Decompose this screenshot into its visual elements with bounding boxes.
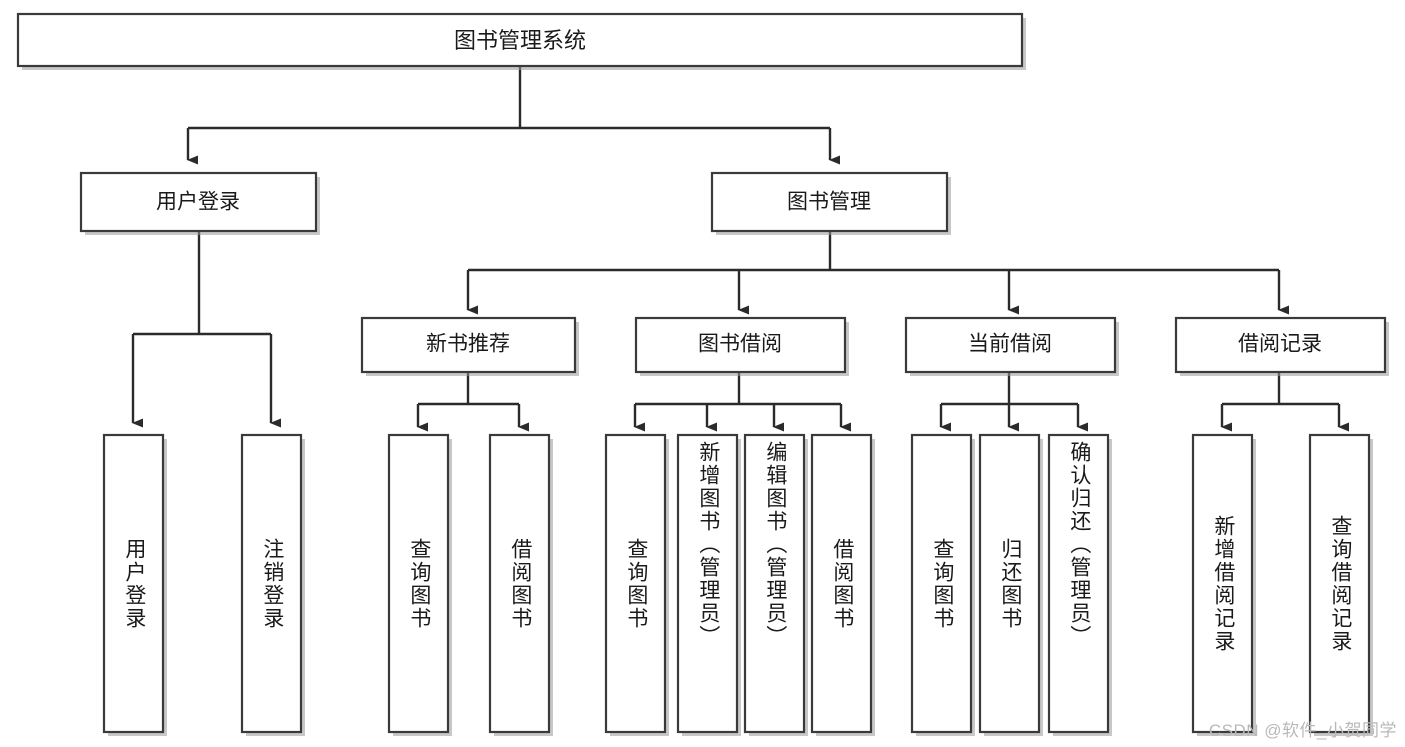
node-user-login-label: 用户登录 — [156, 191, 240, 214]
node-leaf-current-borrow-1[interactable] — [978, 433, 1043, 736]
node-new-book[interactable]: 新书推荐 — [360, 316, 579, 376]
node-book-borrow-label: 图书借阅 — [698, 333, 782, 356]
connector-group-book-borrow — [633, 372, 851, 432]
node-leaf-current-borrow-2[interactable] — [1047, 433, 1112, 736]
csdn-watermark: CSDN @软件_小贺同学 — [1208, 721, 1397, 740]
node-book-manage-label: 图书管理 — [787, 191, 871, 214]
connector-group-user-login — [131, 232, 281, 428]
connector-group-root — [186, 66, 840, 165]
node-book-manage[interactable]: 图书管理 — [710, 171, 951, 235]
node-current-borrow-label: 当前借阅 — [968, 333, 1052, 356]
node-leaf-borrow-record-0[interactable] — [1191, 433, 1256, 736]
node-borrow-record[interactable]: 借阅记录 — [1174, 316, 1389, 376]
node-leaf-user-login-1[interactable] — [240, 433, 305, 736]
connector-group-new-book — [416, 372, 529, 432]
node-leaf-current-borrow-0[interactable] — [910, 433, 975, 736]
node-current-borrow[interactable]: 当前借阅 — [904, 316, 1119, 376]
node-user-login[interactable]: 用户登录 — [79, 171, 320, 235]
node-leaf-book-borrow-3[interactable] — [810, 433, 875, 736]
node-leaf-book-borrow-2[interactable] — [743, 433, 808, 736]
connector-group-current-borrow — [939, 372, 1088, 432]
connector-group-book-manage — [466, 232, 1289, 315]
node-leaf-user-login-0[interactable] — [102, 433, 167, 736]
node-leaf-borrow-record-1[interactable] — [1308, 433, 1373, 736]
node-leaf-book-borrow-0[interactable] — [604, 433, 669, 736]
node-borrow-record-label: 借阅记录 — [1238, 333, 1322, 356]
node-leaf-book-borrow-1[interactable] — [676, 433, 741, 736]
connector-group-borrow-record — [1220, 372, 1349, 432]
node-new-book-label: 新书推荐 — [426, 333, 510, 356]
node-root[interactable]: 图书管理系统 — [16, 12, 1026, 70]
node-book-borrow[interactable]: 图书借阅 — [634, 316, 849, 376]
node-leaf-new-book-0[interactable] — [387, 433, 452, 736]
node-leaf-new-book-1[interactable] — [488, 433, 553, 736]
node-root-label: 图书管理系统 — [454, 28, 586, 53]
